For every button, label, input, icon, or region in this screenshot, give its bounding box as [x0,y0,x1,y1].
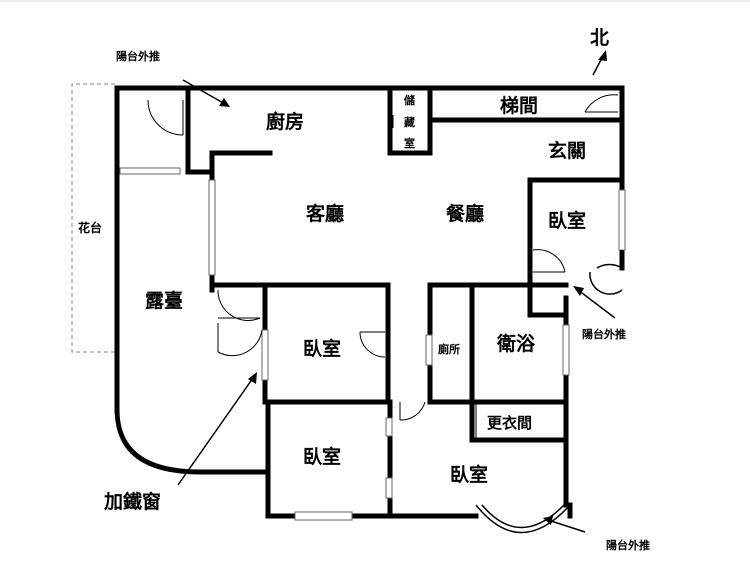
flower-bed-label: 花台 [78,220,102,235]
foyer-label: 玄關 [548,139,586,162]
dressing-room-label: 更衣間 [487,414,532,432]
kitchen-label: 廚房 [266,110,304,133]
storage-label-3: 室 [404,136,415,150]
flower-bed-outline [71,83,115,353]
dining-room-label: 餐廳 [446,202,484,225]
arrows [177,50,616,533]
toilet-label: 廁所 [438,342,460,356]
windows [119,167,626,521]
doors [147,94,619,438]
bedroom-south-label: 臥室 [450,463,488,486]
exterior-walls [114,85,625,519]
balcony-push-east-label: 陽台外推 [582,327,626,341]
bedroom-center-label: 臥室 [303,337,341,360]
iron-window-label: 加鐵窗 [103,490,161,513]
living-room-label: 客廳 [306,202,344,225]
bedroom-east-label: 臥室 [548,209,586,232]
storage-label-1: 儲 [403,93,415,107]
bathroom-label: 衛浴 [496,332,536,355]
storage-label-2: 藏 [404,115,415,129]
north-label: 北 [590,27,609,49]
room-labels: 北 陽台外推 花台 露臺 廚房 儲 藏 室 梯間 玄關 客廳 餐廳 臥室 陽台外… [78,27,650,552]
balcony-push-top-label: 陽台外推 [116,49,160,63]
stairs-label: 梯間 [500,94,538,117]
terrace-label: 露臺 [145,289,183,312]
bedroom-sw-label: 臥室 [303,445,341,468]
bay-windows [475,250,623,534]
balcony-push-south-label: 陽台外推 [606,538,650,552]
